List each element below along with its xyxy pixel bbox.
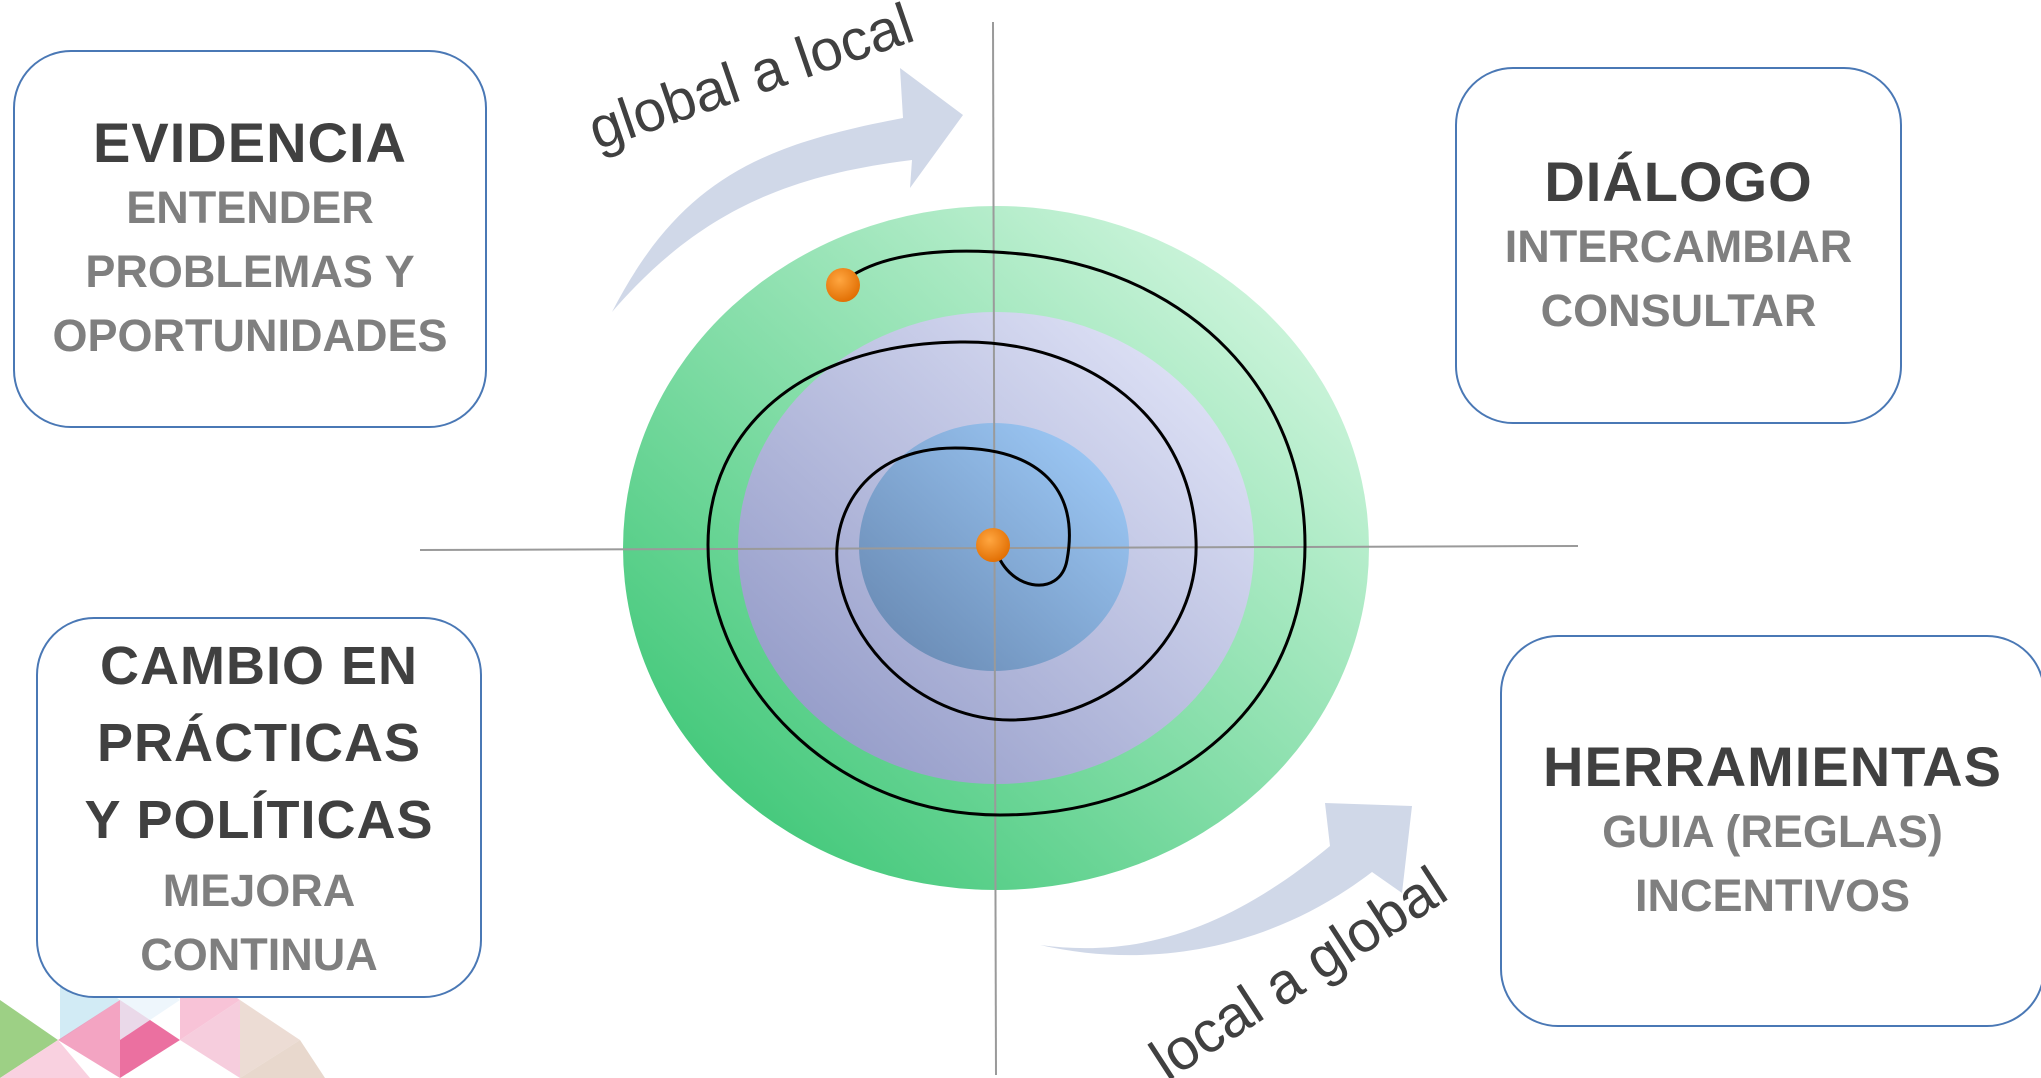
dialogo-line-2: CONSULTAR	[1540, 284, 1817, 336]
dialogo-title: DIÁLOGO	[1544, 149, 1813, 213]
evidencia-line-1: ENTENDER	[126, 182, 374, 233]
start-dot	[826, 268, 860, 302]
dialogo-box: DIÁLOGO INTERCAMBIAR CONSULTAR	[1455, 67, 1902, 424]
cambio-line-2: CONTINUA	[140, 929, 378, 980]
herramientas-line-2: INCENTIVOS	[1634, 870, 1911, 921]
evidencia-box: EVIDENCIA ENTENDER PROBLEMAS Y OPORTUNID…	[13, 50, 487, 428]
dialogo-line-1: INTERCAMBIAR	[1504, 220, 1853, 272]
spiral-path	[706, 249, 1307, 817]
center-dot	[976, 528, 1010, 562]
arrow-global-to-local	[612, 68, 963, 312]
arrow-local-to-global	[1040, 803, 1412, 956]
evidencia-line-3: OPORTUNIDADES	[52, 310, 448, 361]
herramientas-line-1: GUIA (REGLAS)	[1602, 806, 1943, 857]
evidencia-line-2: PROBLEMAS Y	[85, 246, 415, 297]
cambio-title-line-2: PRÁCTICAS	[96, 713, 421, 773]
cambio-title-line-3: Y POLÍTICAS	[84, 790, 434, 850]
herramientas-box: HERRAMIENTAS GUIA (REGLAS) INCENTIVOS	[1500, 635, 2041, 1027]
cambio-box: CAMBIO EN PRÁCTICAS Y POLÍTICAS MEJORA C…	[36, 617, 482, 998]
cambio-line-1: MEJORA	[162, 865, 356, 916]
cambio-title-line-1: CAMBIO EN	[100, 636, 418, 696]
herramientas-title: HERRAMIENTAS	[1543, 735, 2002, 798]
evidencia-title: EVIDENCIA	[93, 111, 407, 174]
